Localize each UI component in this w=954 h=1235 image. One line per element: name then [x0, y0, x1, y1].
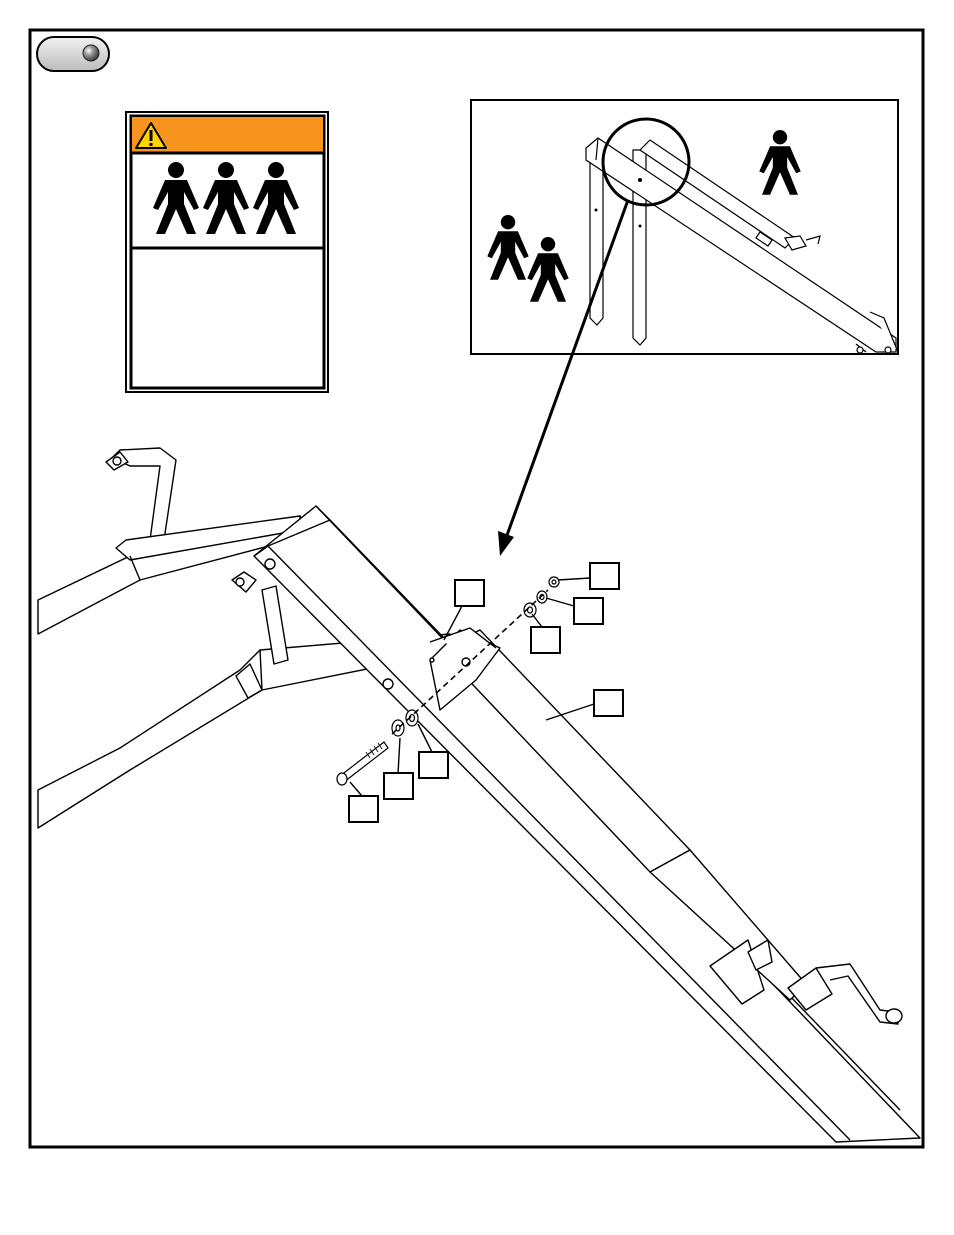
- callout-nut: [590, 563, 619, 589]
- washer-icon: [392, 720, 404, 736]
- nut-icon: [549, 577, 559, 587]
- callout-lock-washer: [574, 598, 603, 624]
- main-assembly: [38, 448, 920, 1142]
- warning-label: [126, 112, 328, 392]
- callout-upper-tube: [455, 580, 484, 606]
- callout-flat-washer-right: [531, 627, 560, 653]
- inset-detail: [471, 100, 898, 354]
- callout-main-beam: [594, 690, 623, 716]
- callout-bolt: [349, 796, 378, 822]
- callout-washer-left: [384, 773, 413, 799]
- step-badge: [37, 37, 109, 71]
- lock-washer-icon: [537, 591, 547, 603]
- step-bubble-icon: [83, 45, 99, 61]
- bolt-icon: [337, 742, 388, 785]
- callout-flat-washer-left: [419, 752, 448, 778]
